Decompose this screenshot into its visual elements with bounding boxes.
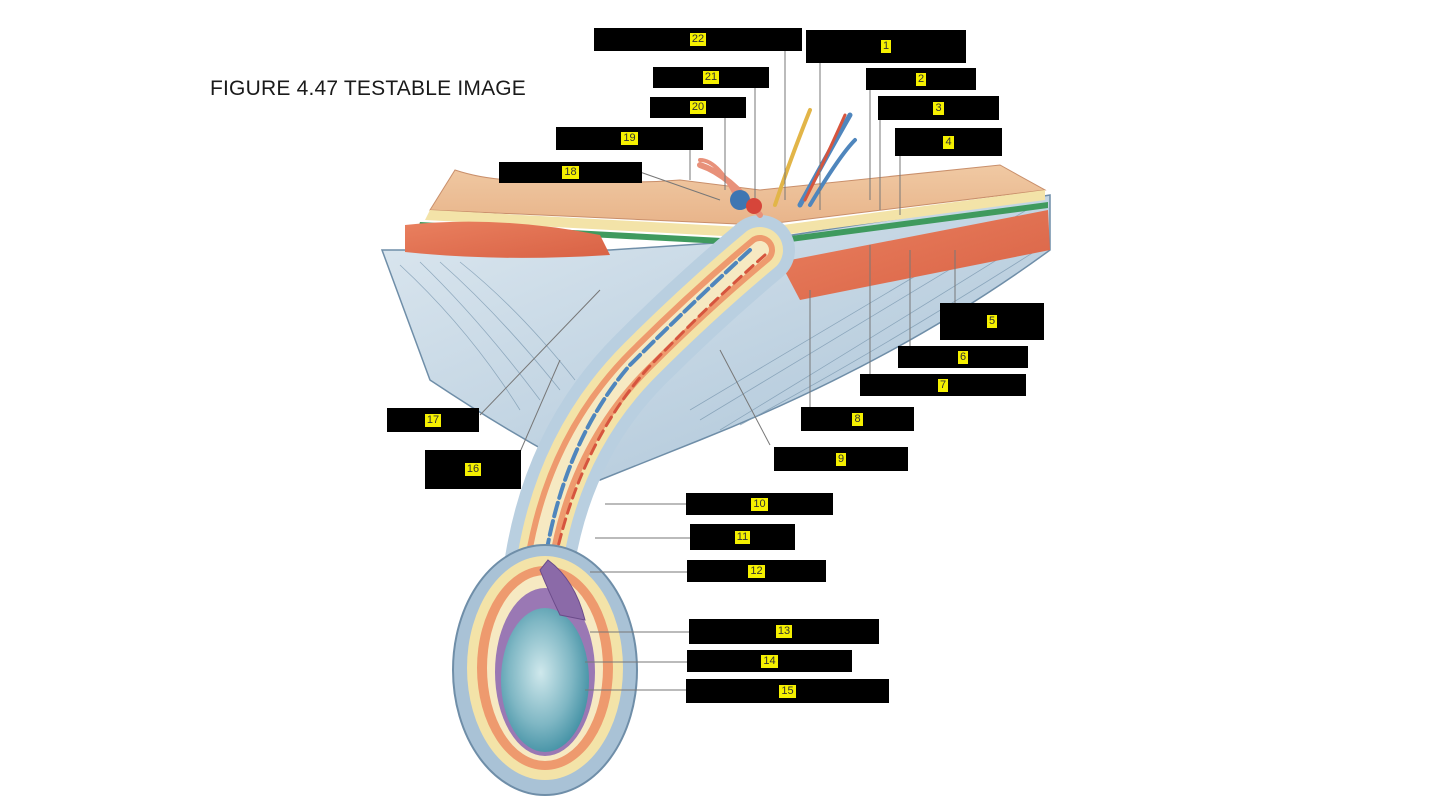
label-box-4[interactable]: 4 <box>895 128 1002 156</box>
label-number: 19 <box>621 132 638 145</box>
label-number: 16 <box>464 463 482 476</box>
label-number: 10 <box>751 497 768 511</box>
label-number: 13 <box>775 625 793 638</box>
label-box-17[interactable]: 17 <box>387 408 479 432</box>
label-box-7[interactable]: 7 <box>860 374 1026 396</box>
label-box-11[interactable]: 11 <box>690 524 795 550</box>
label-box-3[interactable]: 3 <box>878 96 999 120</box>
label-box-10[interactable]: 10 <box>686 493 833 515</box>
label-box-5[interactable]: 5 <box>940 303 1044 340</box>
label-box-20[interactable]: 20 <box>650 97 746 118</box>
label-number: 15 <box>779 684 796 698</box>
label-box-21[interactable]: 21 <box>653 67 769 88</box>
label-number: 11 <box>734 530 751 544</box>
testis <box>501 608 589 752</box>
label-number: 21 <box>702 71 720 84</box>
muscle-right <box>780 210 1050 300</box>
label-number: 6 <box>957 350 969 364</box>
label-number: 1 <box>880 40 892 53</box>
label-number: 22 <box>689 33 707 46</box>
epididymis <box>539 559 586 621</box>
label-number: 9 <box>835 452 847 466</box>
label-box-16[interactable]: 16 <box>425 450 521 489</box>
label-number: 20 <box>689 101 707 114</box>
label-box-6[interactable]: 6 <box>898 346 1028 368</box>
label-number: 18 <box>562 166 579 179</box>
label-box-8[interactable]: 8 <box>801 407 914 431</box>
label-number: 8 <box>852 412 863 426</box>
label-box-15[interactable]: 15 <box>686 679 889 703</box>
label-box-2[interactable]: 2 <box>866 68 976 90</box>
label-number: 4 <box>943 135 954 149</box>
label-box-13[interactable]: 13 <box>689 619 879 644</box>
label-box-22[interactable]: 22 <box>594 28 802 51</box>
label-number: 3 <box>933 101 944 115</box>
label-box-1[interactable]: 1 <box>806 30 966 63</box>
label-number: 12 <box>748 564 765 578</box>
label-number: 5 <box>986 315 998 328</box>
figure-title: FIGURE 4.47 TESTABLE IMAGE <box>210 77 527 100</box>
label-box-14[interactable]: 14 <box>687 650 852 672</box>
muscle-left <box>405 221 610 258</box>
label-box-9[interactable]: 9 <box>774 447 908 471</box>
label-number: 17 <box>424 413 442 427</box>
label-number: 14 <box>761 654 778 668</box>
label-number: 2 <box>915 72 927 86</box>
label-number: 7 <box>937 378 949 392</box>
label-box-18[interactable]: 18 <box>499 162 642 183</box>
label-box-19[interactable]: 19 <box>556 127 703 150</box>
label-box-12[interactable]: 12 <box>687 560 826 582</box>
